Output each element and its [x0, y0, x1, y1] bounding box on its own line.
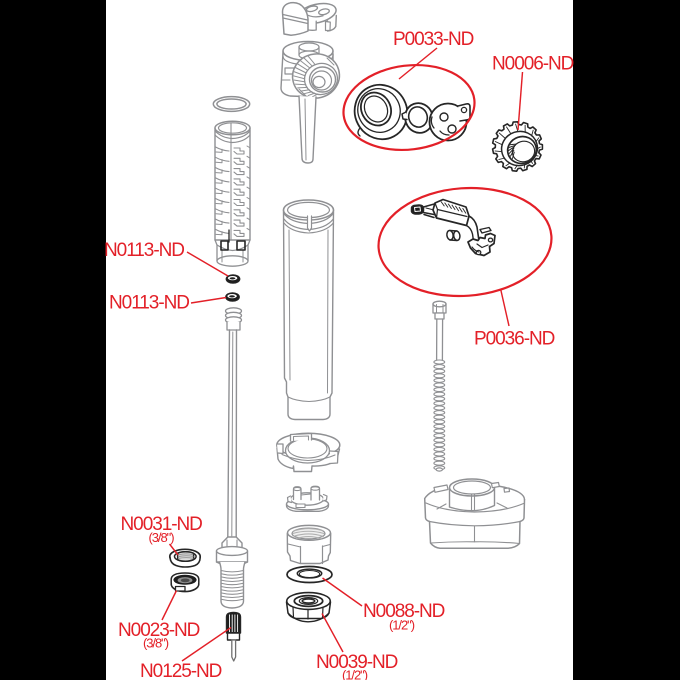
svg-text:N0125-ND: N0125-ND [140, 661, 222, 680]
svg-text:(1/2"): (1/2") [342, 668, 368, 681]
svg-text:N0006-ND: N0006-ND [492, 54, 574, 75]
svg-text:N0113-ND: N0113-ND [109, 293, 189, 314]
svg-text:(1/2"): (1/2") [389, 618, 415, 633]
svg-text:P0036-ND: P0036-ND [474, 329, 555, 350]
svg-text:P0033-ND: P0033-ND [393, 29, 474, 50]
svg-text:(3/8"): (3/8") [148, 530, 174, 545]
svg-text:(3/8"): (3/8") [143, 636, 169, 651]
svg-text:N0113-ND: N0113-ND [104, 240, 184, 261]
